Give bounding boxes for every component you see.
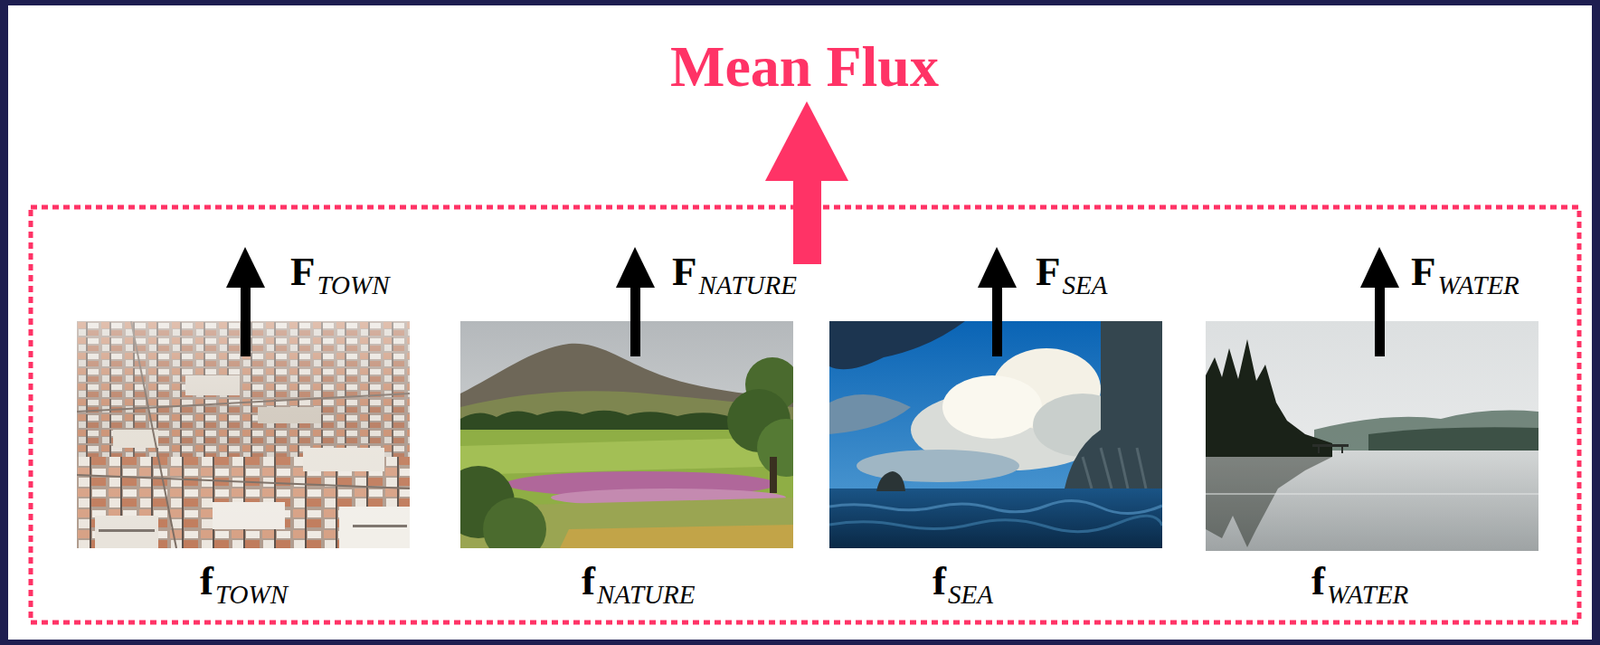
flux-label: FTOWN: [290, 251, 390, 293]
symbol-subscript: TOWN: [215, 579, 288, 609]
symbol-subscript: TOWN: [317, 270, 390, 300]
symbol-subscript: NATURE: [699, 270, 797, 300]
symbol-letter: f: [1311, 558, 1326, 604]
symbol-subscript: SEA: [947, 579, 994, 609]
image-caption: fNATURE: [581, 560, 695, 602]
flux-label: FNATURE: [672, 251, 797, 293]
symbol-letter: f: [581, 558, 596, 604]
image-caption: fTOWN: [199, 560, 288, 602]
photo-panel: FSEAfSEA: [829, 242, 1163, 618]
photo-panel: FNATUREfNATURE: [460, 242, 794, 618]
symbol-letter: F: [672, 248, 698, 294]
image-caption: fSEA: [932, 560, 994, 602]
symbol-letter: f: [199, 558, 214, 604]
symbol-subscript: WATER: [1326, 579, 1409, 609]
symbol-subscript: WATER: [1438, 270, 1520, 300]
image-caption: fWATER: [1311, 560, 1409, 602]
symbol-subscript: SEA: [1062, 270, 1108, 300]
symbol-letter: f: [932, 558, 947, 604]
symbol-subscript: NATURE: [596, 579, 695, 609]
flux-label: FSEA: [1035, 251, 1108, 293]
symbol-letter: F: [1410, 248, 1437, 294]
diagram-title: Mean Flux: [670, 37, 939, 96]
symbol-letter: F: [1035, 248, 1061, 294]
photo-panel: FWATERfWATER: [1205, 242, 1539, 618]
flux-label: FWATER: [1410, 251, 1520, 293]
photo-panel: FTOWNfTOWN: [76, 242, 410, 618]
symbol-letter: F: [290, 248, 316, 294]
